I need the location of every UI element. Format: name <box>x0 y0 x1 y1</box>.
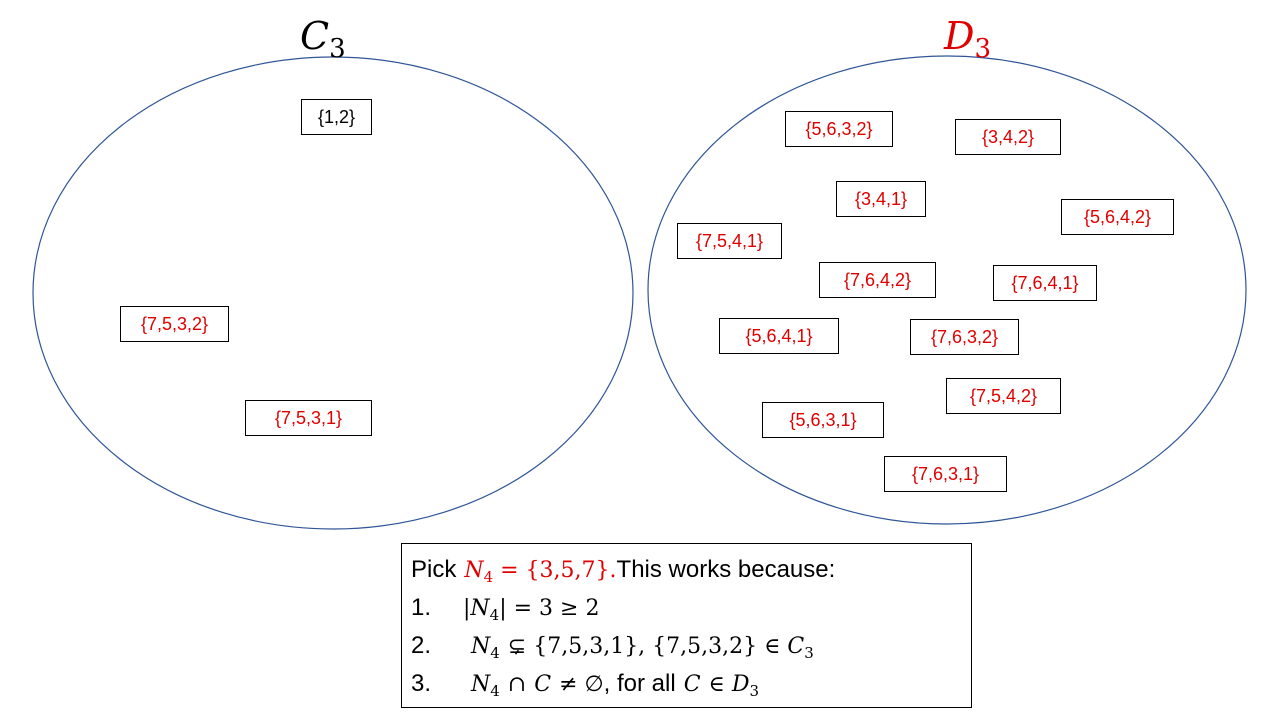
d3-member-box: {7,6,4,1} <box>993 265 1097 301</box>
cardinality-condition: |N4| = 3 ≥ 2 <box>463 596 600 624</box>
d3-member-box: {7,6,4,2} <box>819 262 936 298</box>
d3-member-box: {7,6,3,1} <box>884 456 1007 492</box>
d3-member-box: {5,6,4,2} <box>1061 199 1174 235</box>
intersection-condition: N4∩C≠ ∅ <box>471 672 604 700</box>
explanation-item-3: 3. N4∩C≠ ∅ , for all C∈ D3 <box>411 665 971 703</box>
works-because-label: This works because: <box>616 556 836 583</box>
c3-member-box: {7,5,3,2} <box>120 306 229 342</box>
d3-member-box: {5,6,4,1} <box>719 318 839 354</box>
d3-member-box: {3,4,1} <box>836 181 926 217</box>
d3-member-box: {5,6,3,1} <box>762 402 884 438</box>
d3-member-box: {7,6,3,2} <box>910 319 1019 355</box>
explanation-item-1: 1. |N4| = 3 ≥ 2 <box>411 589 971 627</box>
set-c3-ellipse <box>32 56 634 530</box>
n4-definition: N4 = {3,5,7}. <box>464 558 617 586</box>
pick-label: Pick <box>411 556 457 583</box>
d3-member-box: {7,5,4,1} <box>677 223 782 259</box>
d3-member-box: {5,6,3,2} <box>785 111 893 147</box>
c3-member-box: {7,5,3,1} <box>245 400 372 436</box>
d3-member-box: {7,5,4,2} <box>946 378 1061 414</box>
set-c3-title: C3 <box>300 14 346 64</box>
d3-member-box: {3,4,2} <box>955 119 1061 155</box>
c3-member-box: {1,2} <box>301 99 372 135</box>
explanation-box: Pick N4 = {3,5,7}. This works because: 1… <box>401 543 972 708</box>
subset-condition: N4⊊ {7,5,3,1}, {7,5,3,2} ∈ C3 <box>471 634 814 662</box>
explanation-intro: Pick N4 = {3,5,7}. This works because: <box>411 551 971 589</box>
set-d3-ellipse <box>647 55 1247 525</box>
set-d3-title: D3 <box>944 14 992 64</box>
explanation-item-2: 2. N4⊊ {7,5,3,1}, {7,5,3,2} ∈ C3 <box>411 627 971 665</box>
